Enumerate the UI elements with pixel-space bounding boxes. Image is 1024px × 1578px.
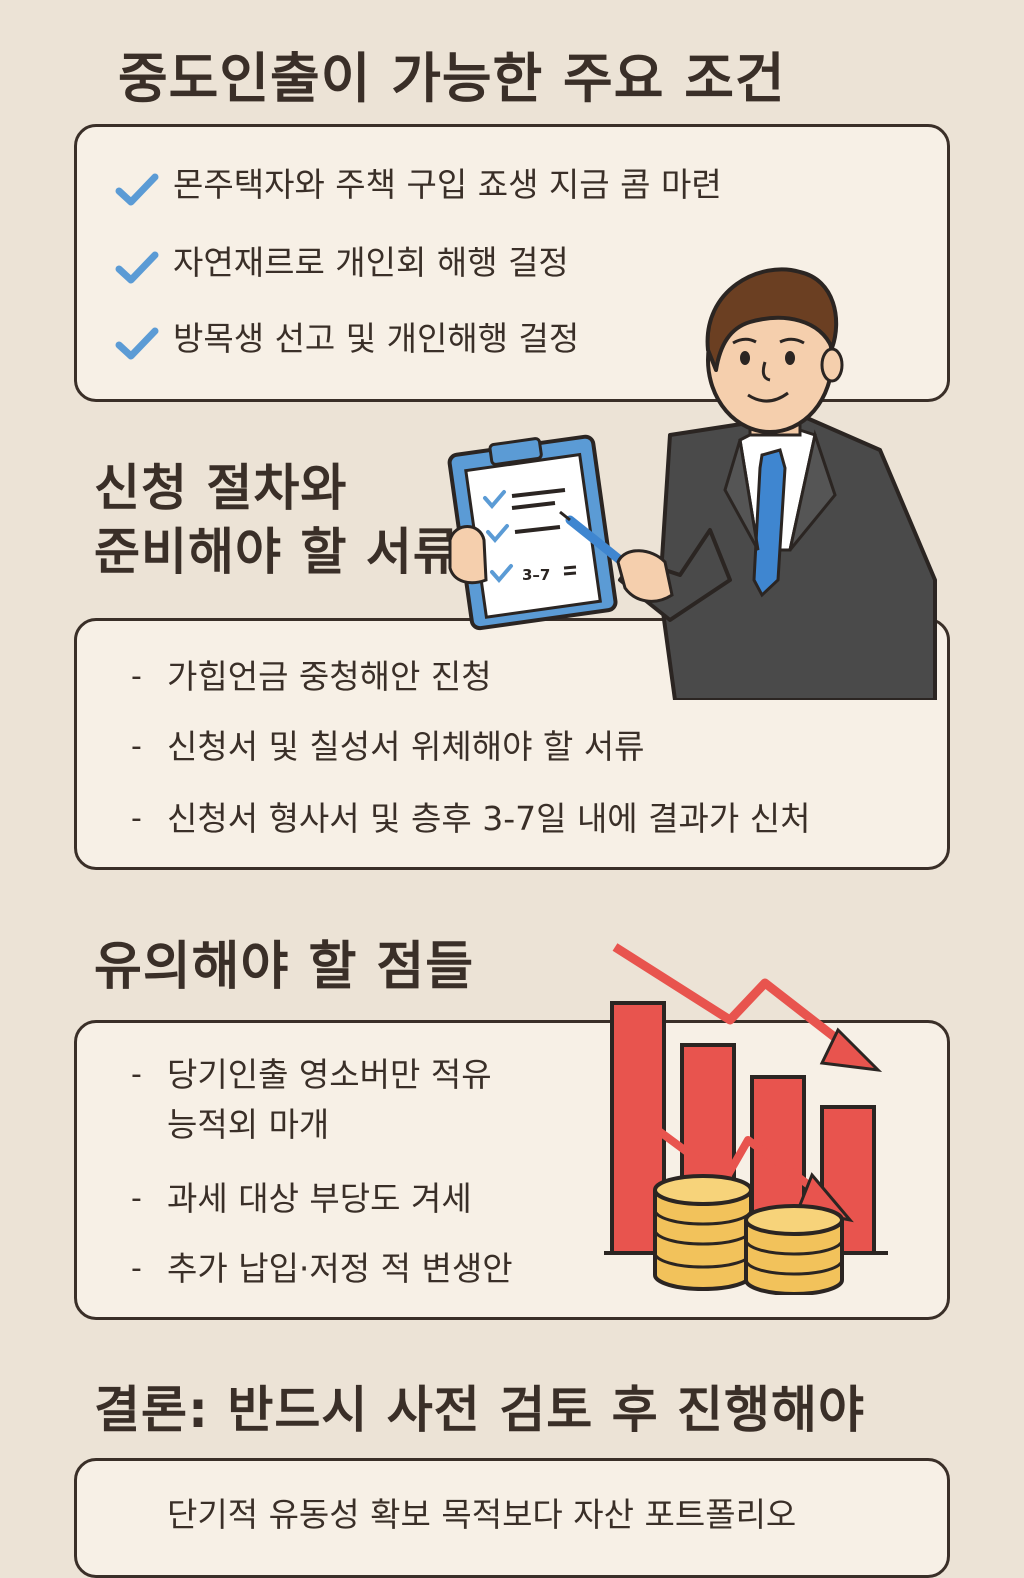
check-icon xyxy=(115,173,159,206)
check-icon xyxy=(115,327,159,360)
caution-item-continued: 능적외 마개 xyxy=(167,1105,330,1144)
bullet-dash: - xyxy=(131,659,142,694)
bullet-dash: - xyxy=(131,729,142,764)
procedure-item: 신청서 형사서 및 층후 3-7일 내에 결과가 신처 xyxy=(167,799,811,838)
procedure-title-line1: 신청 절차와 xyxy=(94,459,348,517)
condition-item: 몬주택자와 주책 구입 죠생 지금 콤 마련 xyxy=(173,165,722,204)
conclusion-panel: 단기적 유동성 확보 목적보다 자산 포트폴리오 xyxy=(74,1458,950,1578)
cautions-title: 유의해야 할 점들 xyxy=(94,937,475,997)
coin-stack-icon xyxy=(653,1174,844,1295)
procedure-item: 가힙언금 중청해안 진청 xyxy=(167,657,492,696)
declining-bar-chart-icon xyxy=(604,943,888,1295)
conditions-title: 중도인출이 가능한 주요 조건 xyxy=(118,47,786,110)
procedure-title: 신청 절차와 준비해야 할 서류 xyxy=(94,456,460,584)
caution-item: 당기인출 영소버만 적유 xyxy=(167,1055,492,1094)
bullet-dash: - xyxy=(131,1057,142,1092)
caution-item: 추가 납입·저정 적 변생안 xyxy=(167,1249,513,1288)
clipboard-label: 3–7 xyxy=(522,566,550,584)
procedure-item: 신청서 및 칠성서 위체해야 할 서류 xyxy=(167,727,645,766)
businessman-illustration: 3–7 xyxy=(447,267,937,700)
condition-item: 자연재르로 개인회 해행 걸정 xyxy=(173,243,569,282)
clipboard-icon: 3–7 xyxy=(447,434,618,631)
conditions-panel: 몬주택자와 주책 구입 죠생 지금 콤 마련 자연재르로 개인회 해행 걸정 방… xyxy=(74,124,950,402)
procedure-panel: - 가힙언금 중청해안 진청 - 신청서 및 칠성서 위체해야 할 서류 - 신… xyxy=(74,618,950,870)
caution-item: 과세 대상 부당도 겨세 xyxy=(167,1179,472,1218)
check-icon xyxy=(115,251,159,284)
procedure-title-line2: 준비해야 할 서류 xyxy=(94,523,460,581)
conclusion-text: 단기적 유동성 확보 목적보다 자산 포트폴리오 xyxy=(167,1495,797,1534)
condition-item: 방목생 선고 및 개인해행 걸정 xyxy=(173,319,580,358)
conclusion-title: 결론: 반드시 사전 검토 후 진행해야 xyxy=(94,1381,866,1439)
bullet-dash: - xyxy=(131,1181,142,1216)
bullet-dash: - xyxy=(131,1251,142,1286)
bullet-dash: - xyxy=(131,801,142,836)
